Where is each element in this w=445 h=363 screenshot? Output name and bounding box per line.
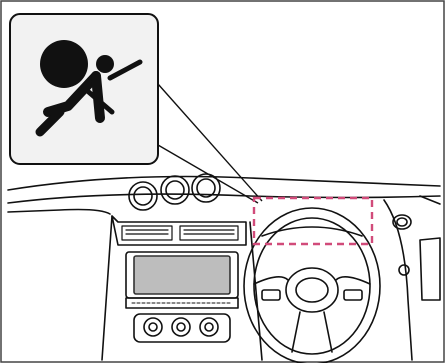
infotainment-screen bbox=[134, 256, 230, 294]
